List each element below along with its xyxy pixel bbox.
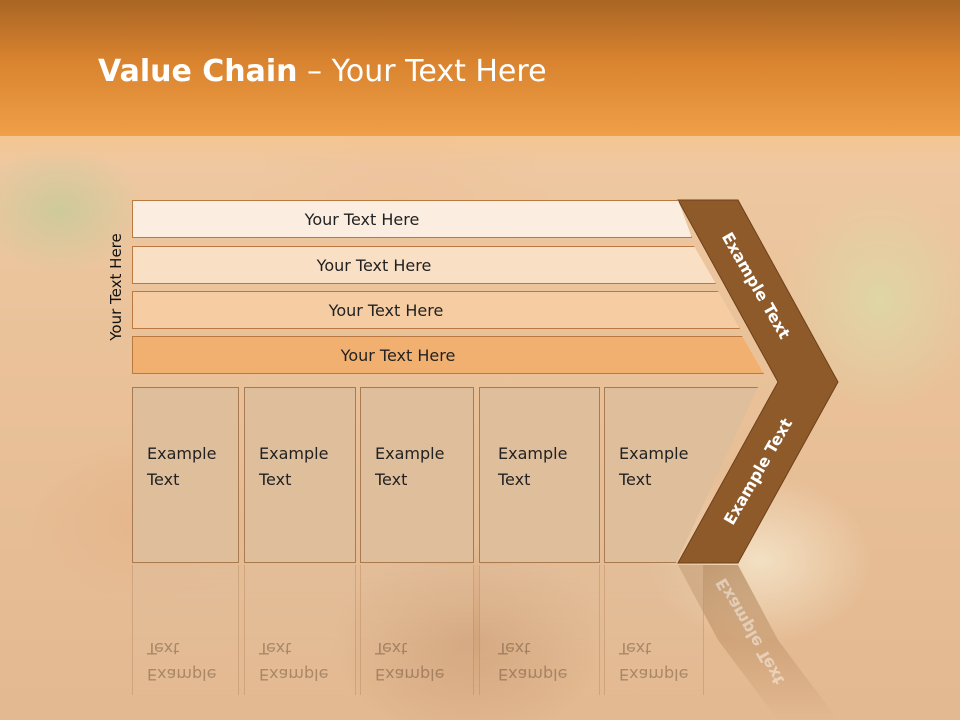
chevron-reflection [678, 565, 838, 720]
bar-1[interactable]: Your Text Here [132, 200, 692, 238]
reflection-text: Example [259, 665, 329, 684]
slide-title[interactable]: Value Chain – Your Text Here [98, 54, 547, 89]
chevron-arrow [677, 199, 839, 564]
bar-1-label: Your Text Here [304, 209, 420, 229]
column-3[interactable]: Example Text [360, 387, 474, 563]
column-5-line1: Example [619, 444, 689, 463]
title-bar-fade [0, 136, 960, 166]
column-1[interactable]: Example Text [132, 387, 239, 563]
bar-4-label: Your Text Here [340, 345, 456, 365]
column-5-line2: Text [619, 470, 652, 489]
column-1-reflection: Example Text [132, 565, 239, 695]
column-2-line2: Text [259, 470, 292, 489]
column-4[interactable]: Example Text [479, 387, 600, 563]
reflection-text: Text [259, 639, 292, 658]
column-2-reflection: Example Text [244, 565, 356, 695]
title-bar [0, 0, 960, 136]
bar-2-label: Your Text Here [316, 255, 432, 275]
reflection-text: Text [498, 639, 531, 658]
bar-4[interactable]: Your Text Here [132, 336, 764, 374]
reflection-text: Example [619, 665, 689, 684]
reflection-text: Text [375, 639, 408, 658]
reflection-text: Example [375, 665, 445, 684]
reflection-text: Text [147, 639, 180, 658]
column-1-line1: Example [147, 444, 217, 463]
column-3-reflection: Example Text [360, 565, 474, 695]
bar-3-label: Your Text Here [328, 300, 444, 320]
reflection-text: Text [619, 639, 652, 658]
column-5-reflection: Example Text [604, 565, 704, 695]
column-3-line2: Text [375, 470, 408, 489]
column-1-line2: Text [147, 470, 180, 489]
bar-2[interactable]: Your Text Here [132, 246, 716, 284]
title-rest: – Your Text Here [297, 54, 547, 89]
bar-3[interactable]: Your Text Here [132, 291, 740, 329]
reflection-text: Example [147, 665, 217, 684]
column-2[interactable]: Example Text [244, 387, 356, 563]
column-4-reflection: Example Text [479, 565, 600, 695]
column-4-line2: Text [498, 470, 531, 489]
reflection-text: Example [498, 665, 568, 684]
column-2-line1: Example [259, 444, 329, 463]
column-4-line1: Example [498, 444, 568, 463]
title-bold: Value Chain [98, 54, 298, 89]
column-3-line1: Example [375, 444, 445, 463]
